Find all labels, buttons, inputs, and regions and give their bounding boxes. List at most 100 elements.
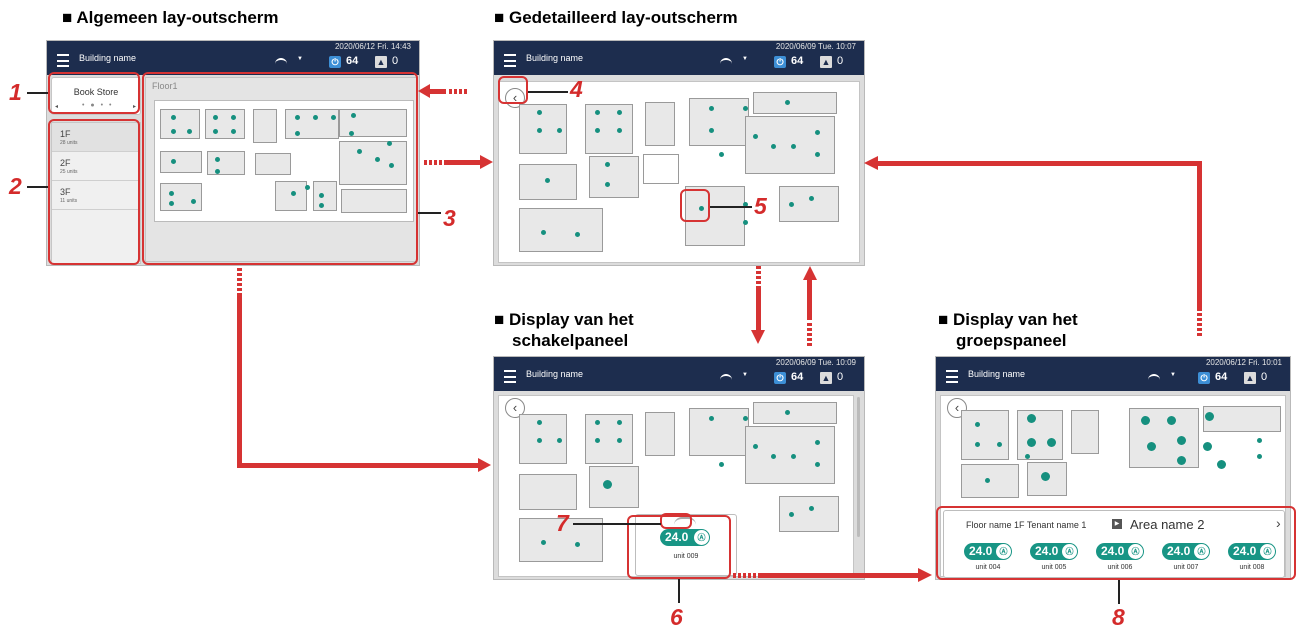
floor-item-2f[interactable]: 2F 25 units: [52, 152, 140, 181]
unit-marker[interactable]: [575, 232, 580, 237]
unit-marker[interactable]: [709, 416, 714, 421]
unit-marker[interactable]: [743, 106, 748, 111]
warning-icon[interactable]: ▲: [375, 56, 387, 68]
menu-icon[interactable]: [57, 54, 69, 67]
unit-marker[interactable]: [809, 506, 814, 511]
unit-marker[interactable]: [537, 110, 542, 115]
unit-marker[interactable]: [789, 202, 794, 207]
unit-marker[interactable]: [1205, 412, 1214, 421]
unit-marker[interactable]: [1177, 456, 1186, 465]
unit-marker[interactable]: [291, 191, 296, 196]
unit-marker[interactable]: [169, 191, 174, 196]
unit-marker[interactable]: [213, 129, 218, 134]
unit-marker[interactable]: [815, 130, 820, 135]
unit-marker[interactable]: [305, 185, 310, 190]
warning-icon[interactable]: ▲: [1244, 372, 1256, 384]
unit-marker[interactable]: [709, 106, 714, 111]
collapse-handle-icon[interactable]: [674, 517, 696, 525]
unit-marker[interactable]: [595, 420, 600, 425]
store-next-icon[interactable]: ▸: [133, 104, 137, 110]
unit-temperature-pill[interactable]: 24.0 Ⓐ: [660, 529, 710, 546]
unit-marker[interactable]: [605, 162, 610, 167]
dropdown-arrow-icon[interactable]: ▼: [742, 372, 748, 378]
unit-marker[interactable]: [719, 462, 724, 467]
unit-marker[interactable]: [709, 128, 714, 133]
unit-marker[interactable]: [231, 115, 236, 120]
floor-item-3f[interactable]: 3F 11 units: [52, 181, 140, 210]
unit-marker[interactable]: [985, 478, 990, 483]
scrollbar[interactable]: [857, 397, 860, 537]
unit-marker[interactable]: [215, 169, 220, 174]
unit-marker[interactable]: [975, 422, 980, 427]
unit-marker[interactable]: [1217, 460, 1226, 469]
detailed-floor-map[interactable]: ‹: [498, 81, 860, 263]
unit-marker[interactable]: [541, 540, 546, 545]
unit-marker[interactable]: [753, 134, 758, 139]
unit-marker[interactable]: [575, 542, 580, 547]
unit-marker[interactable]: [595, 438, 600, 443]
power-icon[interactable]: ⏻: [329, 56, 341, 68]
power-icon[interactable]: ⏻: [1198, 372, 1210, 384]
unit-marker[interactable]: [557, 438, 562, 443]
unit-marker[interactable]: [771, 144, 776, 149]
unit-marker[interactable]: [331, 115, 336, 120]
unit-marker[interactable]: [545, 178, 550, 183]
power-icon[interactable]: ⏻: [774, 372, 786, 384]
cloud-icon[interactable]: [720, 374, 732, 382]
play-arrow-icon[interactable]: ▶: [1112, 519, 1122, 529]
unit-marker[interactable]: [1027, 438, 1036, 447]
unit-marker[interactable]: [1027, 414, 1036, 423]
unit-marker[interactable]: [975, 442, 980, 447]
chevron-right-icon[interactable]: ›: [1276, 515, 1281, 531]
dropdown-arrow-icon[interactable]: ▼: [297, 56, 303, 62]
unit-marker[interactable]: [997, 442, 1002, 447]
unit-marker[interactable]: [771, 454, 776, 459]
unit-marker[interactable]: [791, 454, 796, 459]
unit-marker[interactable]: [171, 129, 176, 134]
unit-marker[interactable]: [699, 206, 704, 211]
unit-marker[interactable]: [791, 144, 796, 149]
unit-marker[interactable]: [743, 220, 748, 225]
group-floor-map[interactable]: ‹ Floor name 1F Tenant name 1 ▶ Area nam…: [940, 395, 1286, 578]
unit-marker[interactable]: [605, 182, 610, 187]
unit-temperature-pill[interactable]: 24.0 Ⓐ: [964, 543, 1012, 560]
unit-marker[interactable]: [1041, 472, 1050, 481]
unit-marker[interactable]: [313, 115, 318, 120]
unit-marker[interactable]: [1025, 454, 1030, 459]
unit-marker[interactable]: [719, 152, 724, 157]
unit-marker[interactable]: [785, 410, 790, 415]
warning-icon[interactable]: ▲: [820, 56, 832, 68]
unit-marker[interactable]: [1147, 442, 1156, 451]
unit-marker[interactable]: [187, 129, 192, 134]
menu-icon[interactable]: [504, 54, 516, 67]
unit-marker[interactable]: [171, 115, 176, 120]
switch-floor-map[interactable]: ‹ 24.0: [498, 395, 854, 577]
unit-temperature-pill[interactable]: 24.0 Ⓐ: [1228, 543, 1276, 560]
unit-marker[interactable]: [785, 100, 790, 105]
unit-marker[interactable]: [191, 199, 196, 204]
unit-marker[interactable]: [541, 230, 546, 235]
unit-marker[interactable]: [1177, 436, 1186, 445]
store-selector[interactable]: Book Store ◂ • ● • • ▸: [51, 77, 141, 115]
unit-temperature-pill[interactable]: 24.0 Ⓐ: [1096, 543, 1144, 560]
unit-marker[interactable]: [617, 128, 622, 133]
power-icon[interactable]: ⏻: [774, 56, 786, 68]
unit-marker[interactable]: [815, 440, 820, 445]
unit-marker[interactable]: [595, 128, 600, 133]
unit-marker[interactable]: [231, 129, 236, 134]
unit-marker[interactable]: [319, 203, 324, 208]
unit-marker[interactable]: [743, 416, 748, 421]
menu-icon[interactable]: [504, 370, 516, 383]
unit-marker[interactable]: [789, 512, 794, 517]
unit-marker[interactable]: [389, 163, 394, 168]
unit-marker[interactable]: [215, 157, 220, 162]
unit-marker[interactable]: [537, 438, 542, 443]
unit-marker[interactable]: [617, 438, 622, 443]
unit-temperature-pill[interactable]: 24.0 Ⓐ: [1030, 543, 1078, 560]
unit-marker[interactable]: [537, 128, 542, 133]
store-prev-icon[interactable]: ◂: [55, 104, 59, 110]
dropdown-arrow-icon[interactable]: ▼: [1170, 372, 1176, 378]
unit-marker[interactable]: [295, 131, 300, 136]
unit-marker[interactable]: [1257, 438, 1262, 443]
unit-marker[interactable]: [815, 152, 820, 157]
